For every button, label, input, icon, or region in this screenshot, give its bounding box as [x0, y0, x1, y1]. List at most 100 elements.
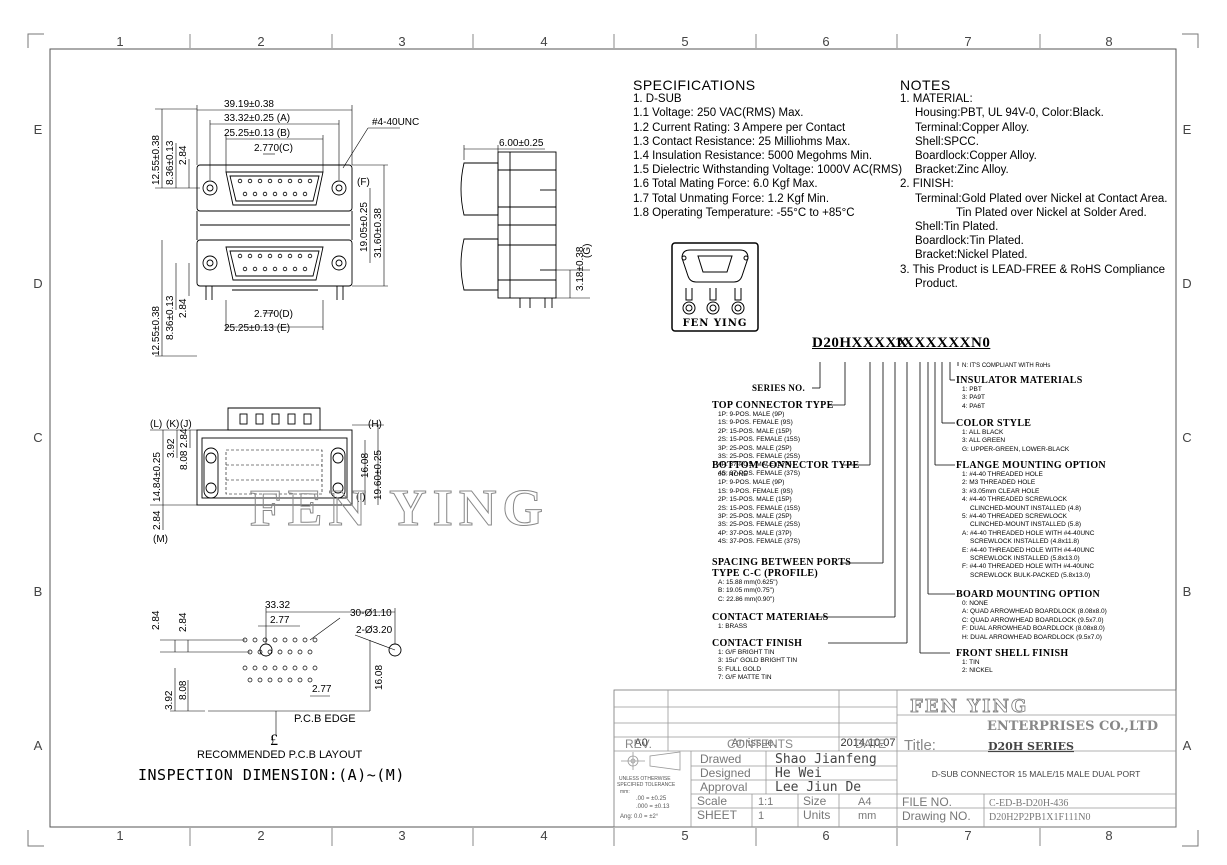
notes-title: NOTES [900, 77, 951, 93]
tolerance-2: SPECIFIED TOLERANCE [617, 782, 676, 788]
logo-text: FEN YING [683, 318, 748, 329]
dim-front-d: 2.770(D) [254, 309, 293, 320]
spacing-header-1: SPACING BETWEEN PORTS [712, 557, 852, 568]
dim-label-l: (L) [150, 419, 162, 430]
dim-pcb-top: 33.32 [265, 600, 290, 611]
option-item: 1: ALL BLACK [962, 429, 1004, 436]
option-item: 1P: 9-POS. MALE (9P) [718, 411, 785, 418]
dim-front-lower-3: 2.84 [178, 298, 189, 318]
part-number-leaders [810, 362, 959, 654]
dim-front-right-2: 31.60±0.38 [373, 208, 384, 258]
zone-col: 7 [964, 34, 971, 49]
option-item: 7: G/F MATTE TIN [718, 674, 772, 682]
option-item: 0: NONE [962, 600, 989, 607]
note-line: Housing:PBT, UL 94V-0, Color:Black. [915, 107, 1104, 120]
option-item: 2P: 15-POS. MALE (15P) [718, 496, 792, 504]
option-item: 2S: 15-POS. FEMALE (15S) [718, 436, 801, 444]
zone-col: 1 [116, 34, 123, 49]
note-line: Tin Plated over Nickel at Solder Ared. [956, 206, 1147, 219]
rev-header-label: REV. [625, 737, 652, 751]
frame [27, 33, 1199, 847]
dim-label-k: (K) [166, 419, 179, 430]
rev-value: A0 [634, 737, 647, 749]
drawing-label: Drawing NO. [902, 809, 971, 823]
dim-pcb-left-2: 2.84 [178, 612, 189, 632]
option-item: 2: NICKEL [962, 667, 993, 675]
zone-col: 3 [398, 828, 405, 843]
dim-side-g: (G) [582, 244, 593, 258]
top-connector-group: TOP CONNECTOR TYPE 1P: 9-POS. MALE (9P) … [712, 400, 834, 478]
company-name: ENTERPRISES CO.,LTD [987, 719, 1158, 734]
zone-row: B [1183, 584, 1192, 599]
spec-line: 1.3 Contact Resistance: 25 Milliohms Max… [633, 135, 851, 148]
option-item: 2S: 15-POS. FEMALE (15S) [718, 504, 801, 512]
note-line: Bracket:Nickel Plated. [915, 249, 1028, 262]
zone-rows-left: E D C B A [33, 122, 42, 753]
approval-value: Lee Jiun De [775, 780, 861, 795]
file-label: FILE NO. [902, 795, 952, 809]
option-item: 1P: 9-POS. MALE (9P) [718, 479, 785, 487]
designed-label: Designed [700, 766, 751, 780]
zone-row: E [34, 122, 43, 137]
option-item: 1: PBT [962, 386, 982, 393]
dim-front-lower-2: 8.36±0.13 [165, 295, 176, 340]
scale-value: 1:1 [758, 796, 773, 808]
dim-front-a: 33.32±0.25 (A) [224, 113, 290, 124]
option-item: 2: M3 THREADED HOLE [962, 479, 1036, 487]
dim-front-c: 2.770(C) [254, 143, 293, 154]
spec-line: 1.2 Current Rating: 3 Ampere per Contact [633, 121, 846, 134]
zone-col: 2 [257, 828, 264, 843]
option-item: CLINCHED-MOUNT INSTALLED (5.8) [970, 521, 1081, 529]
dim-front-left-2: 8.36±0.13 [165, 140, 176, 185]
side-view [460, 145, 590, 308]
zone-row: C [1182, 430, 1191, 445]
option-item: SCREWLOCK INSTALLED (5.8x13.0) [970, 555, 1080, 563]
front-shell-group: FRONT SHELL FINISH 1: TIN 2: NICKEL [956, 648, 1068, 676]
option-item: SCREWLOCK BULK-PACKED (5.8x13.0) [970, 571, 1091, 579]
watermark: FEN YING [250, 480, 549, 537]
size-value: A4 [858, 796, 871, 808]
option-item: SCREWLOCK INSTALLED (4.8x11.8) [970, 538, 1080, 546]
option-item: F: DUAL ARROWHEAD BOARDLOCK (8.08x8.0) [962, 625, 1105, 633]
dim-pcb-holes-1: 30-Ø1.10 [350, 608, 392, 619]
dim-thread: #4-40UNC [372, 117, 419, 128]
option-item: 3: PA9T [962, 394, 986, 402]
inspection-label: INSPECTION DIMENSION:(A)~(M) [138, 766, 405, 784]
option-item: 1: BRASS [718, 623, 748, 630]
zone-ticks [189, 34, 1041, 846]
dim-front-left-3: 2.84 [178, 145, 189, 165]
flange-header: FLANGE MOUNTING OPTION [956, 460, 1106, 471]
option-item: 1S: 9-POS. FEMALE (9S) [718, 487, 793, 495]
title-description: D-SUB CONNECTOR 15 MALE/15 MALE DUAL POR… [932, 769, 1141, 779]
tolerance-3: mm: [620, 789, 630, 795]
dim-bottom-left-1: 14.84±0.25 [152, 452, 163, 502]
zone-col: 7 [964, 828, 971, 843]
sheet-value: 1 [758, 810, 764, 822]
note-line: Terminal:Copper Alloy. [915, 121, 1030, 134]
option-item: A: QUAD ARROWHEAD BOARDLOCK (8.08x8.0) [962, 608, 1107, 616]
option-item: CLINCHED-MOUNT INSTALLED (4.8) [970, 504, 1081, 512]
option-item: 3: 15u" GOLD BRIGHT TIN [718, 657, 798, 665]
recommended-layout-label: RECOMMENDED P.C.B LAYOUT [197, 749, 363, 761]
zone-row: C [33, 430, 42, 445]
zone-col: 3 [398, 34, 405, 49]
dim-pcb-277-top: 2.77 [270, 615, 290, 626]
tolerance-1: UNLESS OTHERWISE [619, 776, 671, 782]
option-item: 2P: 15-POS. MALE (15P) [718, 427, 792, 435]
dim-f: (F) [357, 177, 370, 188]
dim-pcb-277-bottom: 2.77 [312, 684, 332, 695]
option-item: 3S: 25-POS. FEMALE (25S) [718, 521, 801, 529]
bottom-dimensions: (L) (K) (J) (H) (I) (M) 14.84±0.25 3.92 … [150, 419, 384, 545]
option-item: B: 19.05 mm(0.75") [718, 587, 775, 595]
dim-front-e: 25.25±0.13 (E) [224, 323, 290, 334]
note-line: Shell:SPCC. [915, 135, 979, 148]
zone-col: 2 [257, 34, 264, 49]
dim-front-left-1: 12.55±0.38 [151, 135, 162, 185]
option-item: 1S: 9-POS. FEMALE (9S) [718, 419, 793, 427]
note-line: Boardlock:Tin Plated. [915, 235, 1024, 248]
approval-label: Approval [700, 780, 747, 794]
note-line: Product. [915, 277, 958, 290]
drawing-value: D20H2P2PB1X1F111N0 [989, 812, 1091, 823]
note-line: Shell:Tin Plated. [915, 221, 999, 234]
